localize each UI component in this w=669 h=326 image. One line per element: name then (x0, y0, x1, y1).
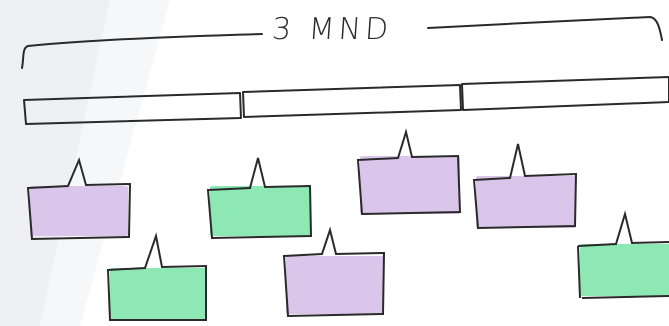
span-bracket (21, 15, 663, 69)
month-segment (242, 84, 462, 118)
note-3 (206, 157, 313, 240)
note-4 (282, 226, 386, 318)
month-segments (23, 76, 669, 125)
note-5 (356, 128, 462, 216)
note-group (26, 128, 669, 321)
month-segment (23, 92, 242, 125)
span-label: 3 MND (270, 12, 394, 47)
note-2 (106, 232, 207, 321)
background-band-fade (40, 0, 170, 326)
note-6 (472, 143, 578, 230)
note-7 (577, 210, 669, 299)
month-segment (461, 76, 669, 111)
note-1 (26, 156, 132, 241)
background-band (0, 0, 110, 326)
